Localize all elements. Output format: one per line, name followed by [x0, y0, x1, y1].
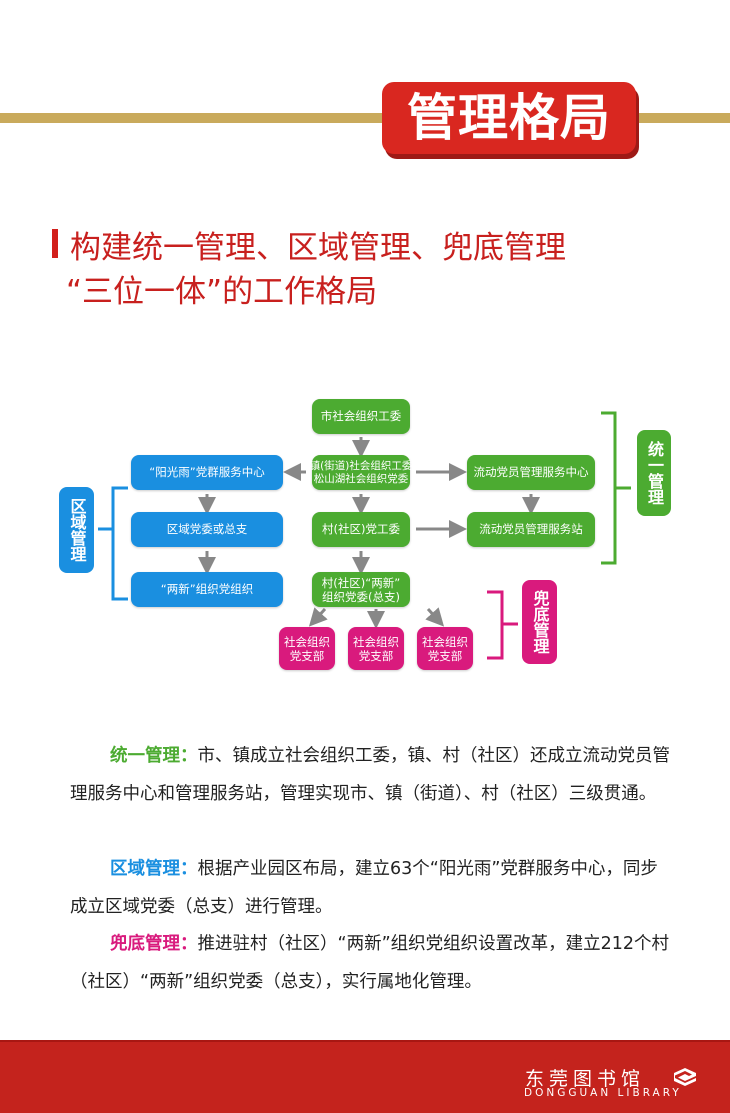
regional-management-label: 区域管理	[59, 487, 94, 573]
heading-line-2: “三位一体”的工作格局	[66, 274, 378, 310]
unified-bracket	[601, 411, 631, 565]
mobile-member-station-box: 流动党员管理服务站	[467, 512, 595, 547]
sunshine-rain-center-box: “阳光雨”党群服务中心	[131, 455, 283, 490]
paragraph-regional: 区域管理：根据产业园区布局，建立63个“阳光雨”党群服务中心，同步成立区域党委（…	[70, 851, 670, 926]
paragraph-text: 根据产业园区布局，建立63个“阳光雨”党群服务中心，同步成立区域党委（总支）进行…	[70, 859, 658, 917]
unified-management-label: 统一管理	[637, 430, 671, 516]
city-committee-box: 市社会组织工委	[312, 399, 410, 434]
village-committee-box: 村(社区)党工委	[312, 512, 410, 547]
paragraph-fallback: 兜底管理：推进驻村（社区）“两新”组织党组织设置改革，建立212个村（社区）“两…	[70, 926, 670, 1001]
footer-bar	[0, 1040, 730, 1113]
social-org-branch-box: 社会组织 党支部	[279, 627, 335, 670]
regional-committee-box: 区域党委或总支	[131, 512, 283, 547]
town-committee-box: 镇(街道)社会组织工委 松山湖社会组织党委	[310, 455, 412, 490]
paragraph-text: 推进驻村（社区）“两新”组织党组织设置改革，建立212个村（社区）“两新”组织党…	[70, 934, 670, 992]
paragraph-key: 区域管理：	[110, 859, 198, 879]
diagram-connectors	[98, 411, 631, 660]
social-org-branch-box: 社会组织 党支部	[417, 627, 473, 670]
gold-divider	[0, 113, 730, 123]
arrow	[425, 607, 445, 627]
mobile-member-center-box: 流动党员管理服务中心	[467, 455, 595, 490]
paragraph-text: 市、镇成立社会组织工委，镇、村（社区）还成立流动党员管理服务中心和管理服务站，管…	[70, 746, 670, 804]
heading-marker	[52, 229, 58, 258]
section-badge: 管理格局	[382, 82, 636, 154]
regional-bracket	[98, 486, 128, 601]
village-two-new-box: 村(社区)“两新” 组织党委(总支)	[312, 572, 410, 607]
library-name-en: DONGGUAN LIBRARY	[524, 1087, 682, 1099]
library-logo-icon	[674, 1068, 696, 1086]
paragraph-unified: 统一管理：市、镇成立社会组织工委，镇、村（社区）还成立流动党员管理服务中心和管理…	[70, 738, 670, 813]
paragraph-key: 统一管理：	[110, 746, 198, 766]
heading-line-1: 构建统一管理、区域管理、兜底管理	[70, 230, 566, 266]
arrow	[308, 607, 328, 627]
two-new-party-org-box: “两新”组织党组织	[131, 572, 283, 607]
library-name-cn: 东莞图书馆	[525, 1068, 646, 1090]
fallback-management-label: 兜底管理	[522, 580, 557, 664]
social-org-branch-box: 社会组织 党支部	[348, 627, 404, 670]
paragraph-key: 兜底管理：	[110, 934, 198, 954]
fallback-bracket	[487, 590, 518, 660]
